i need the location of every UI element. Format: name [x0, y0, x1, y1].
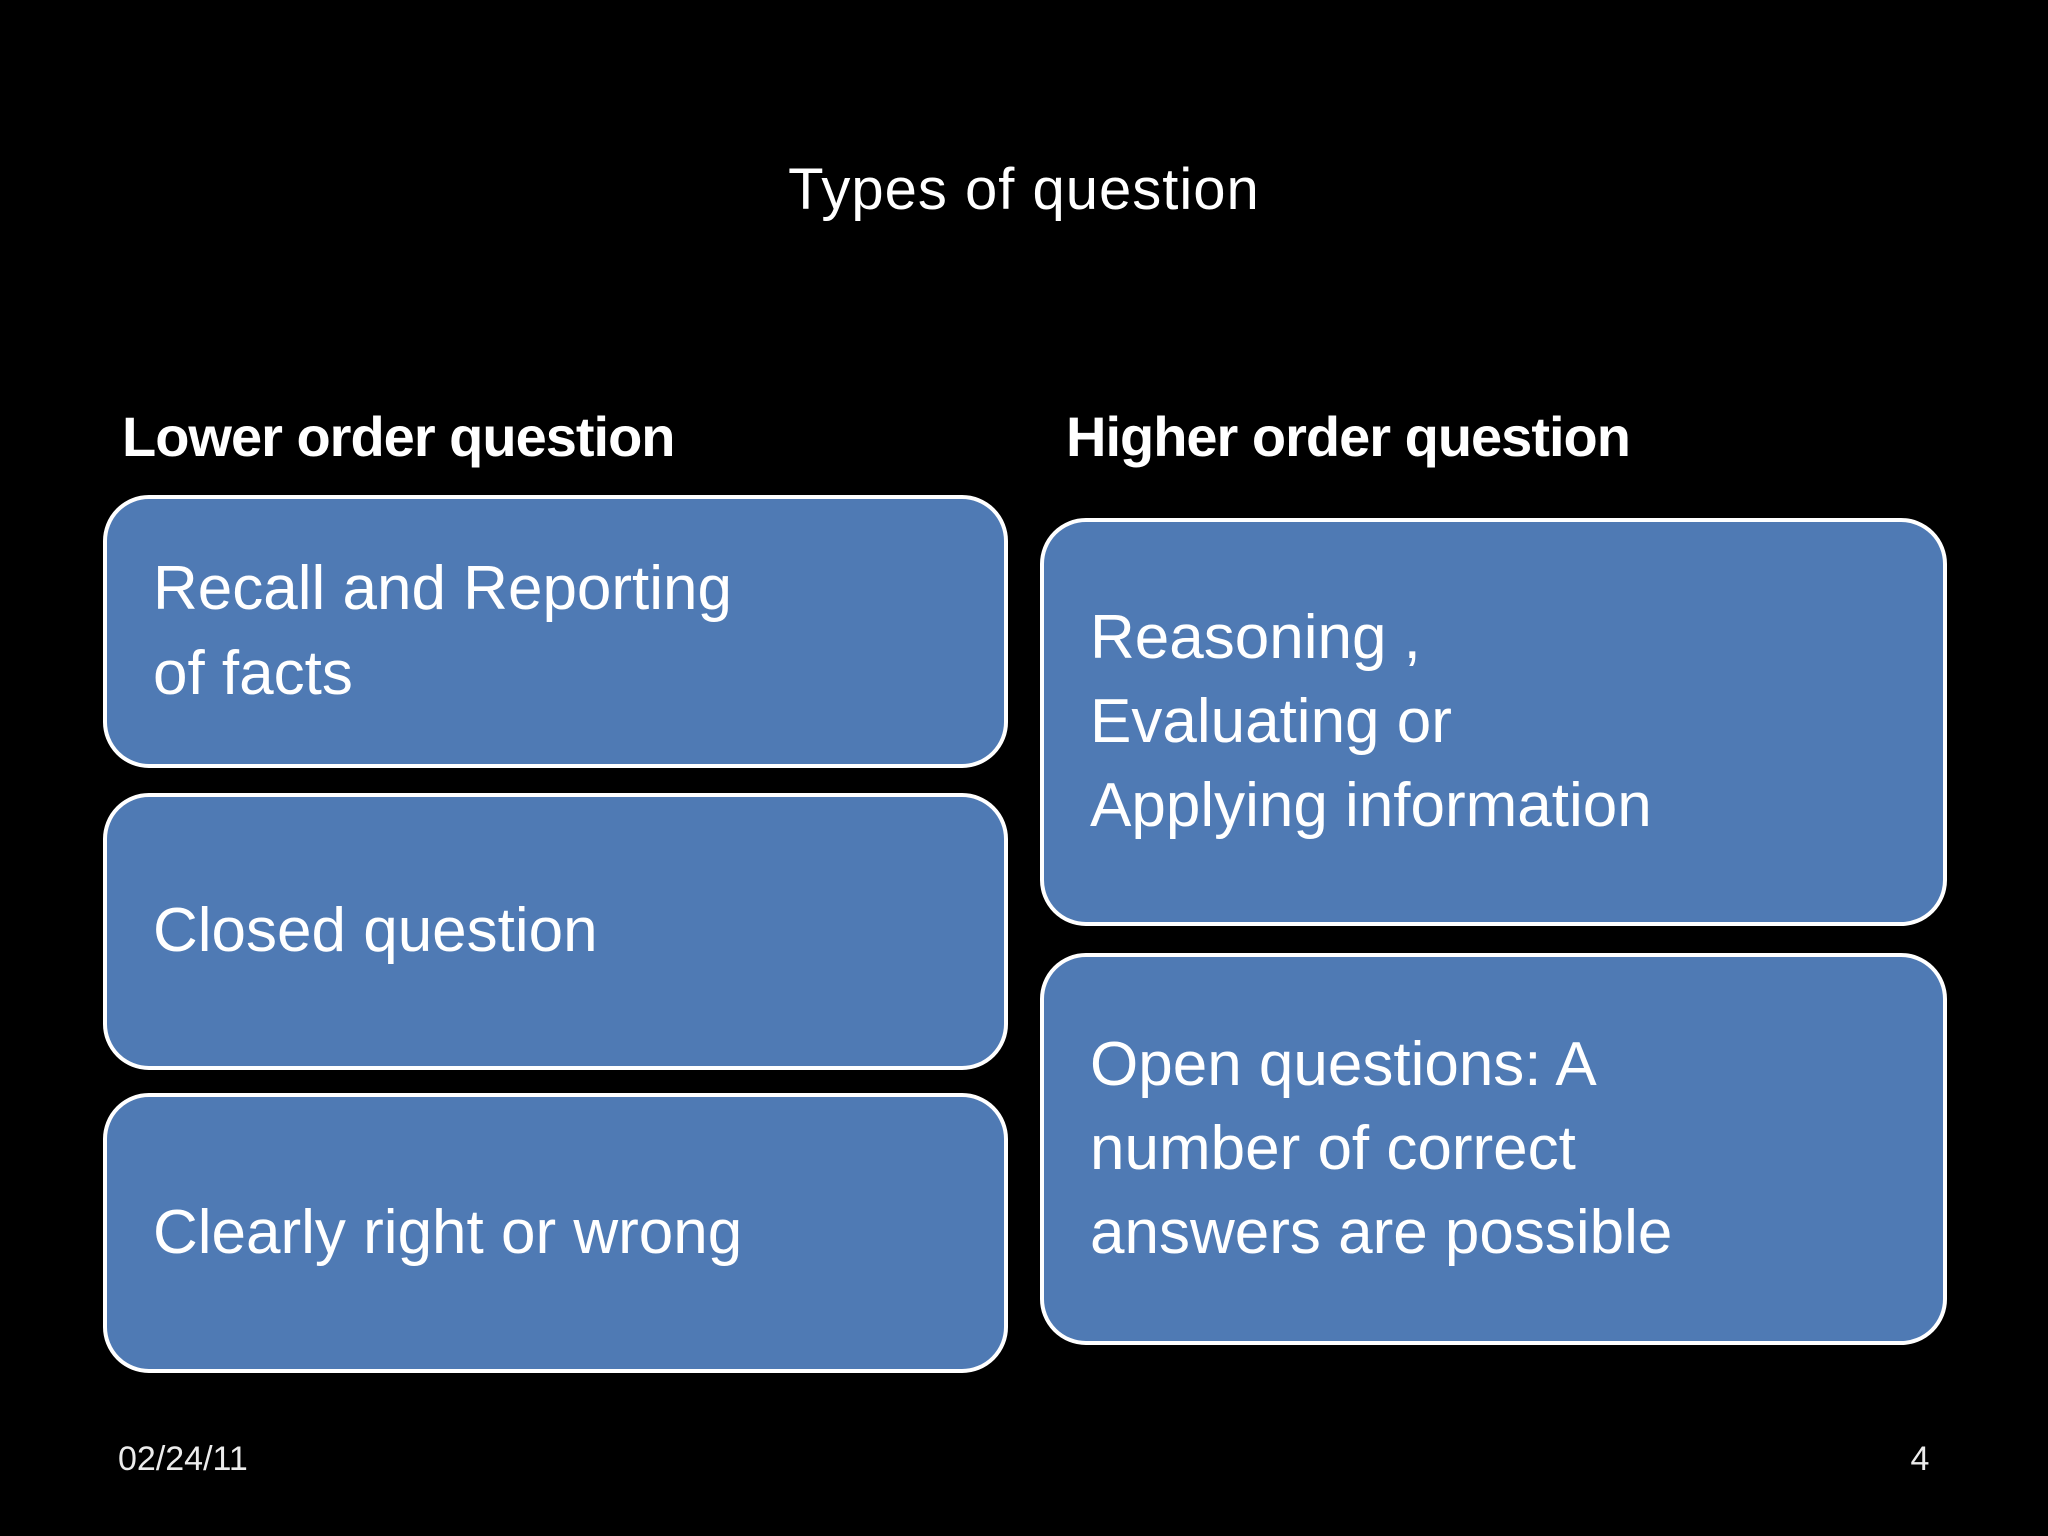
box-recall-reporting: Recall and Reporting of facts — [103, 495, 1008, 768]
slide-page-number: 4 — [1910, 1440, 1930, 1478]
slide-date: 02/24/11 — [118, 1440, 248, 1478]
box-reasoning-evaluating-applying: Reasoning , Evaluating or Applying infor… — [1040, 518, 1947, 926]
box-text: Open questions: A number of correct answ… — [1090, 1029, 1673, 1268]
box-text: Closed question — [153, 896, 598, 966]
box-closed-question: Closed question — [103, 793, 1008, 1070]
box-open-questions: Open questions: A number of correct answ… — [1040, 953, 1947, 1345]
box-text: Clearly right or wrong — [153, 1197, 743, 1267]
box-clearly-right-or-wrong: Clearly right or wrong — [103, 1093, 1008, 1373]
column-header-lower-order: Lower order question — [122, 405, 675, 468]
box-text: Recall and Reporting of facts — [153, 554, 733, 708]
column-header-higher-order: Higher order question — [1066, 405, 1631, 468]
box-text: Reasoning , Evaluating or Applying infor… — [1090, 602, 1652, 841]
slide-title: Types of question — [788, 157, 1260, 222]
